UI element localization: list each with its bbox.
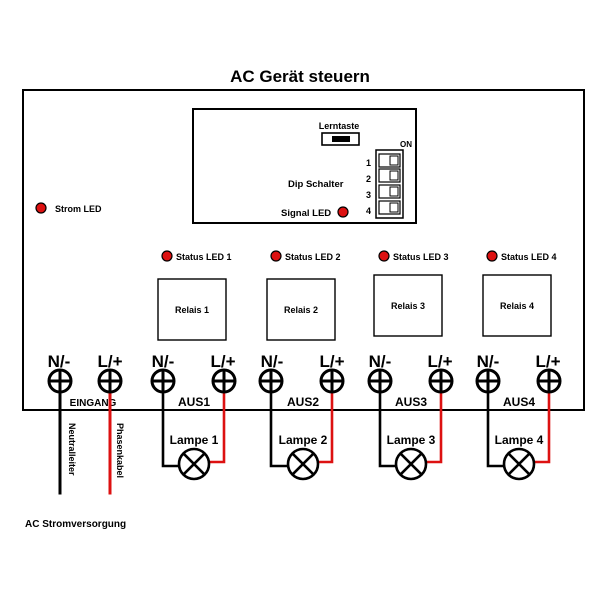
out1-pos-label: L/+ bbox=[210, 352, 235, 371]
relay-1-label: Relais 1 bbox=[175, 305, 209, 315]
status-led-3-icon bbox=[378, 250, 390, 262]
learn-button-label: Lerntaste bbox=[319, 121, 360, 131]
lamp-3-neutral-wire bbox=[378, 391, 397, 468]
input-neg-label: N/- bbox=[48, 352, 71, 371]
dip-switch-1[interactable] bbox=[378, 153, 401, 168]
terminal-screw-icon bbox=[258, 368, 284, 394]
signal-led-icon bbox=[337, 206, 349, 218]
out4-neg-label: N/- bbox=[477, 352, 500, 371]
lamp-4-label: Lampe 4 bbox=[495, 433, 544, 447]
out3-label: AUS3 bbox=[395, 395, 427, 409]
dip-switch-3[interactable] bbox=[378, 184, 401, 199]
lamp-3-label: Lampe 3 bbox=[387, 433, 436, 447]
terminal-screw-icon bbox=[475, 368, 501, 394]
power-led-icon bbox=[35, 202, 47, 214]
status-led-1-label: Status LED 1 bbox=[176, 252, 232, 262]
receiver-module bbox=[192, 108, 417, 224]
dip-switch-label: Dip Schalter bbox=[288, 179, 344, 190]
controller-enclosure bbox=[22, 89, 585, 411]
terminal-screw-icon bbox=[428, 368, 454, 394]
input-pos-label: L/+ bbox=[97, 352, 122, 371]
relay-2-label: Relais 2 bbox=[284, 305, 318, 315]
phase-wire-label: Phasenkabel bbox=[115, 423, 125, 478]
neutral-wire-label: Neutralleiter bbox=[67, 423, 77, 476]
dip-on-label: ON bbox=[400, 140, 412, 149]
relay-2 bbox=[266, 278, 336, 341]
terminal-screw-icon bbox=[319, 368, 345, 394]
terminal-screw-icon bbox=[367, 368, 393, 394]
out4-label: AUS4 bbox=[503, 395, 535, 409]
out2-neg-label: N/- bbox=[261, 352, 284, 371]
supply-label: AC Stromversorgung bbox=[25, 519, 126, 530]
dip-number-3: 3 bbox=[366, 190, 371, 200]
out3-neg-label: N/- bbox=[369, 352, 392, 371]
lamp-2-phase-wire bbox=[316, 391, 334, 464]
lamp-2-icon bbox=[286, 447, 320, 481]
relay-3-label: Relais 3 bbox=[391, 301, 425, 311]
lamp-1-phase-wire bbox=[208, 391, 226, 464]
dip-switch[interactable] bbox=[375, 149, 404, 219]
terminal-screw-icon bbox=[47, 368, 73, 394]
input-label: EINGANG bbox=[70, 398, 117, 409]
status-led-2-label: Status LED 2 bbox=[285, 252, 341, 262]
terminal-screw-icon bbox=[97, 368, 123, 394]
dip-number-2: 2 bbox=[366, 174, 371, 184]
status-led-3-label: Status LED 3 bbox=[393, 252, 449, 262]
wires bbox=[58, 391, 551, 495]
lamp-3-phase-wire bbox=[424, 391, 443, 464]
diagram-title: AC Gerät steuern bbox=[230, 67, 370, 86]
status-led-2-icon bbox=[270, 250, 282, 262]
lamp-1-icon bbox=[177, 447, 211, 481]
lamp-4-neutral-wire bbox=[486, 391, 505, 468]
relay-4-label: Relais 4 bbox=[500, 301, 534, 311]
out3-pos-label: L/+ bbox=[427, 352, 452, 371]
channel-4: Status LED 4 Relais 4 N/- L/+ AUS4 Lampe… bbox=[477, 250, 561, 447]
out4-pos-label: L/+ bbox=[535, 352, 560, 371]
out2-pos-label: L/+ bbox=[319, 352, 344, 371]
out1-neg-label: N/- bbox=[152, 352, 175, 371]
learn-button[interactable] bbox=[321, 132, 360, 146]
lamp-4-phase-wire bbox=[532, 391, 551, 464]
lamp-3-icon bbox=[394, 447, 428, 481]
out2-label: AUS2 bbox=[287, 395, 319, 409]
relay-4 bbox=[482, 274, 552, 337]
lamp-4-icon bbox=[502, 447, 536, 481]
channel-3: Status LED 3 Relais 3 N/- L/+ AUS3 Lampe… bbox=[369, 250, 453, 447]
status-led-4-icon bbox=[486, 250, 498, 262]
terminal-screw-icon bbox=[150, 368, 176, 394]
out1-label: AUS1 bbox=[178, 395, 210, 409]
dip-switch-4[interactable] bbox=[378, 200, 401, 215]
terminal-screw-icon bbox=[536, 368, 562, 394]
relay-1 bbox=[157, 278, 227, 341]
status-led-1-icon bbox=[161, 250, 173, 262]
power-led-label: Strom LED bbox=[55, 204, 102, 214]
channel-1: Status LED 1 Relais 1 N/- L/+ AUS1 Lampe… bbox=[152, 250, 236, 447]
signal-led-label: Signal LED bbox=[281, 208, 331, 219]
lamp-2-neutral-wire bbox=[269, 391, 289, 468]
channel-2: Status LED 2 Relais 2 N/- L/+ AUS2 Lampe… bbox=[261, 250, 345, 447]
relay-3 bbox=[373, 274, 443, 337]
dip-number-1: 1 bbox=[366, 158, 371, 168]
dip-number-4: 4 bbox=[366, 206, 371, 216]
status-led-4-label: Status LED 4 bbox=[501, 252, 557, 262]
terminals bbox=[47, 368, 562, 394]
lamps bbox=[177, 447, 536, 481]
terminal-screw-icon bbox=[211, 368, 237, 394]
lamp-1-label: Lampe 1 bbox=[170, 433, 219, 447]
lamp-2-label: Lampe 2 bbox=[279, 433, 328, 447]
lamp-1-neutral-wire bbox=[161, 391, 180, 468]
dip-switch-2[interactable] bbox=[378, 168, 401, 183]
